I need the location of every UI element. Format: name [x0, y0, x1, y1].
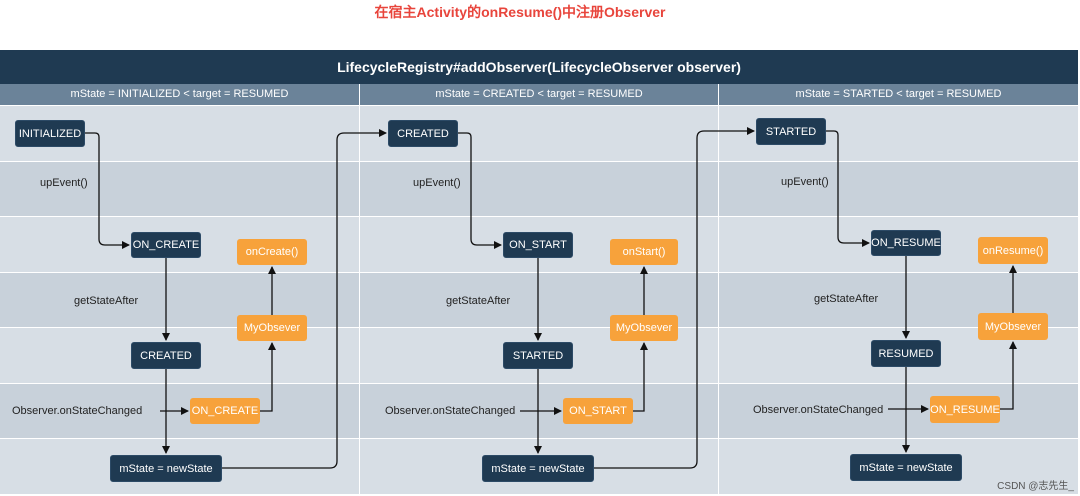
on-state-changed-label: Observer.onStateChanged: [753, 404, 884, 416]
callback-onresume-node: onResume(): [978, 237, 1048, 264]
column-header-2: mState = CREATED < target = RESUMED: [360, 84, 718, 105]
callback-onstart-node: onStart(): [610, 239, 678, 265]
get-state-after-label: getStateAfter: [814, 293, 879, 305]
column-divider: [718, 84, 719, 494]
column-header-3: mState = STARTED < target = RESUMED: [719, 84, 1078, 105]
arrow: [85, 132, 130, 249]
callback-oncreate-node: onCreate(): [237, 239, 307, 265]
state-created-node: CREATED: [131, 342, 201, 369]
myobserver-node: MyObsever: [610, 315, 678, 341]
arrow: [633, 342, 648, 412]
myobserver-node: MyObsever: [237, 315, 307, 341]
diagram-header: LifecycleRegistry#addObserver(LifecycleO…: [0, 50, 1078, 84]
dispatch-on-start-node: ON_START: [563, 398, 633, 424]
column-header-1: mState = INITIALIZED < target = RESUMED: [0, 84, 359, 105]
dispatch-on-resume-node: ON_RESUME: [930, 396, 1000, 423]
get-state-after-label: getStateAfter: [446, 295, 511, 307]
myobserver-node: MyObsever: [978, 313, 1048, 340]
dispatch-on-create-node: ON_CREATE: [190, 398, 260, 424]
on-state-changed-label: Observer.onStateChanged: [385, 405, 516, 417]
assign-new-state-node: mState = newState: [110, 455, 222, 482]
lane-band-2: [0, 162, 1078, 216]
up-event-label: upEvent(): [40, 177, 88, 189]
arrow: [222, 129, 387, 469]
state-started-initial-node: STARTED: [756, 118, 826, 145]
event-on-resume-node: ON_RESUME: [871, 230, 941, 256]
state-initialized-node: INITIALIZED: [15, 120, 85, 147]
lane-band-4: [0, 273, 1078, 327]
arrow: [1000, 341, 1017, 410]
arrow: [458, 132, 502, 249]
up-event-label: upEvent(): [413, 177, 461, 189]
arrow: [594, 127, 755, 469]
get-state-after-label: getStateAfter: [74, 295, 139, 307]
event-on-create-node: ON_CREATE: [131, 232, 201, 258]
event-on-start-node: ON_START: [503, 232, 573, 258]
assign-new-state-node: mState = newState: [482, 455, 594, 482]
csdn-watermark: CSDN @志先生_: [997, 481, 1074, 492]
diagram-title: 在宿主Activity的onResume()中注册Observer: [374, 4, 666, 20]
on-state-changed-label: Observer.onStateChanged: [12, 405, 143, 417]
state-created-initial-node: CREATED: [388, 120, 458, 147]
arrow: [826, 130, 870, 247]
column-divider: [359, 84, 360, 494]
state-resumed-node: RESUMED: [871, 340, 941, 367]
up-event-label: upEvent(): [781, 176, 829, 188]
arrow: [260, 342, 276, 412]
lane-band-1: [0, 106, 1078, 161]
state-started-node: STARTED: [503, 342, 573, 369]
assign-new-state-node: mState = newState: [850, 454, 962, 481]
